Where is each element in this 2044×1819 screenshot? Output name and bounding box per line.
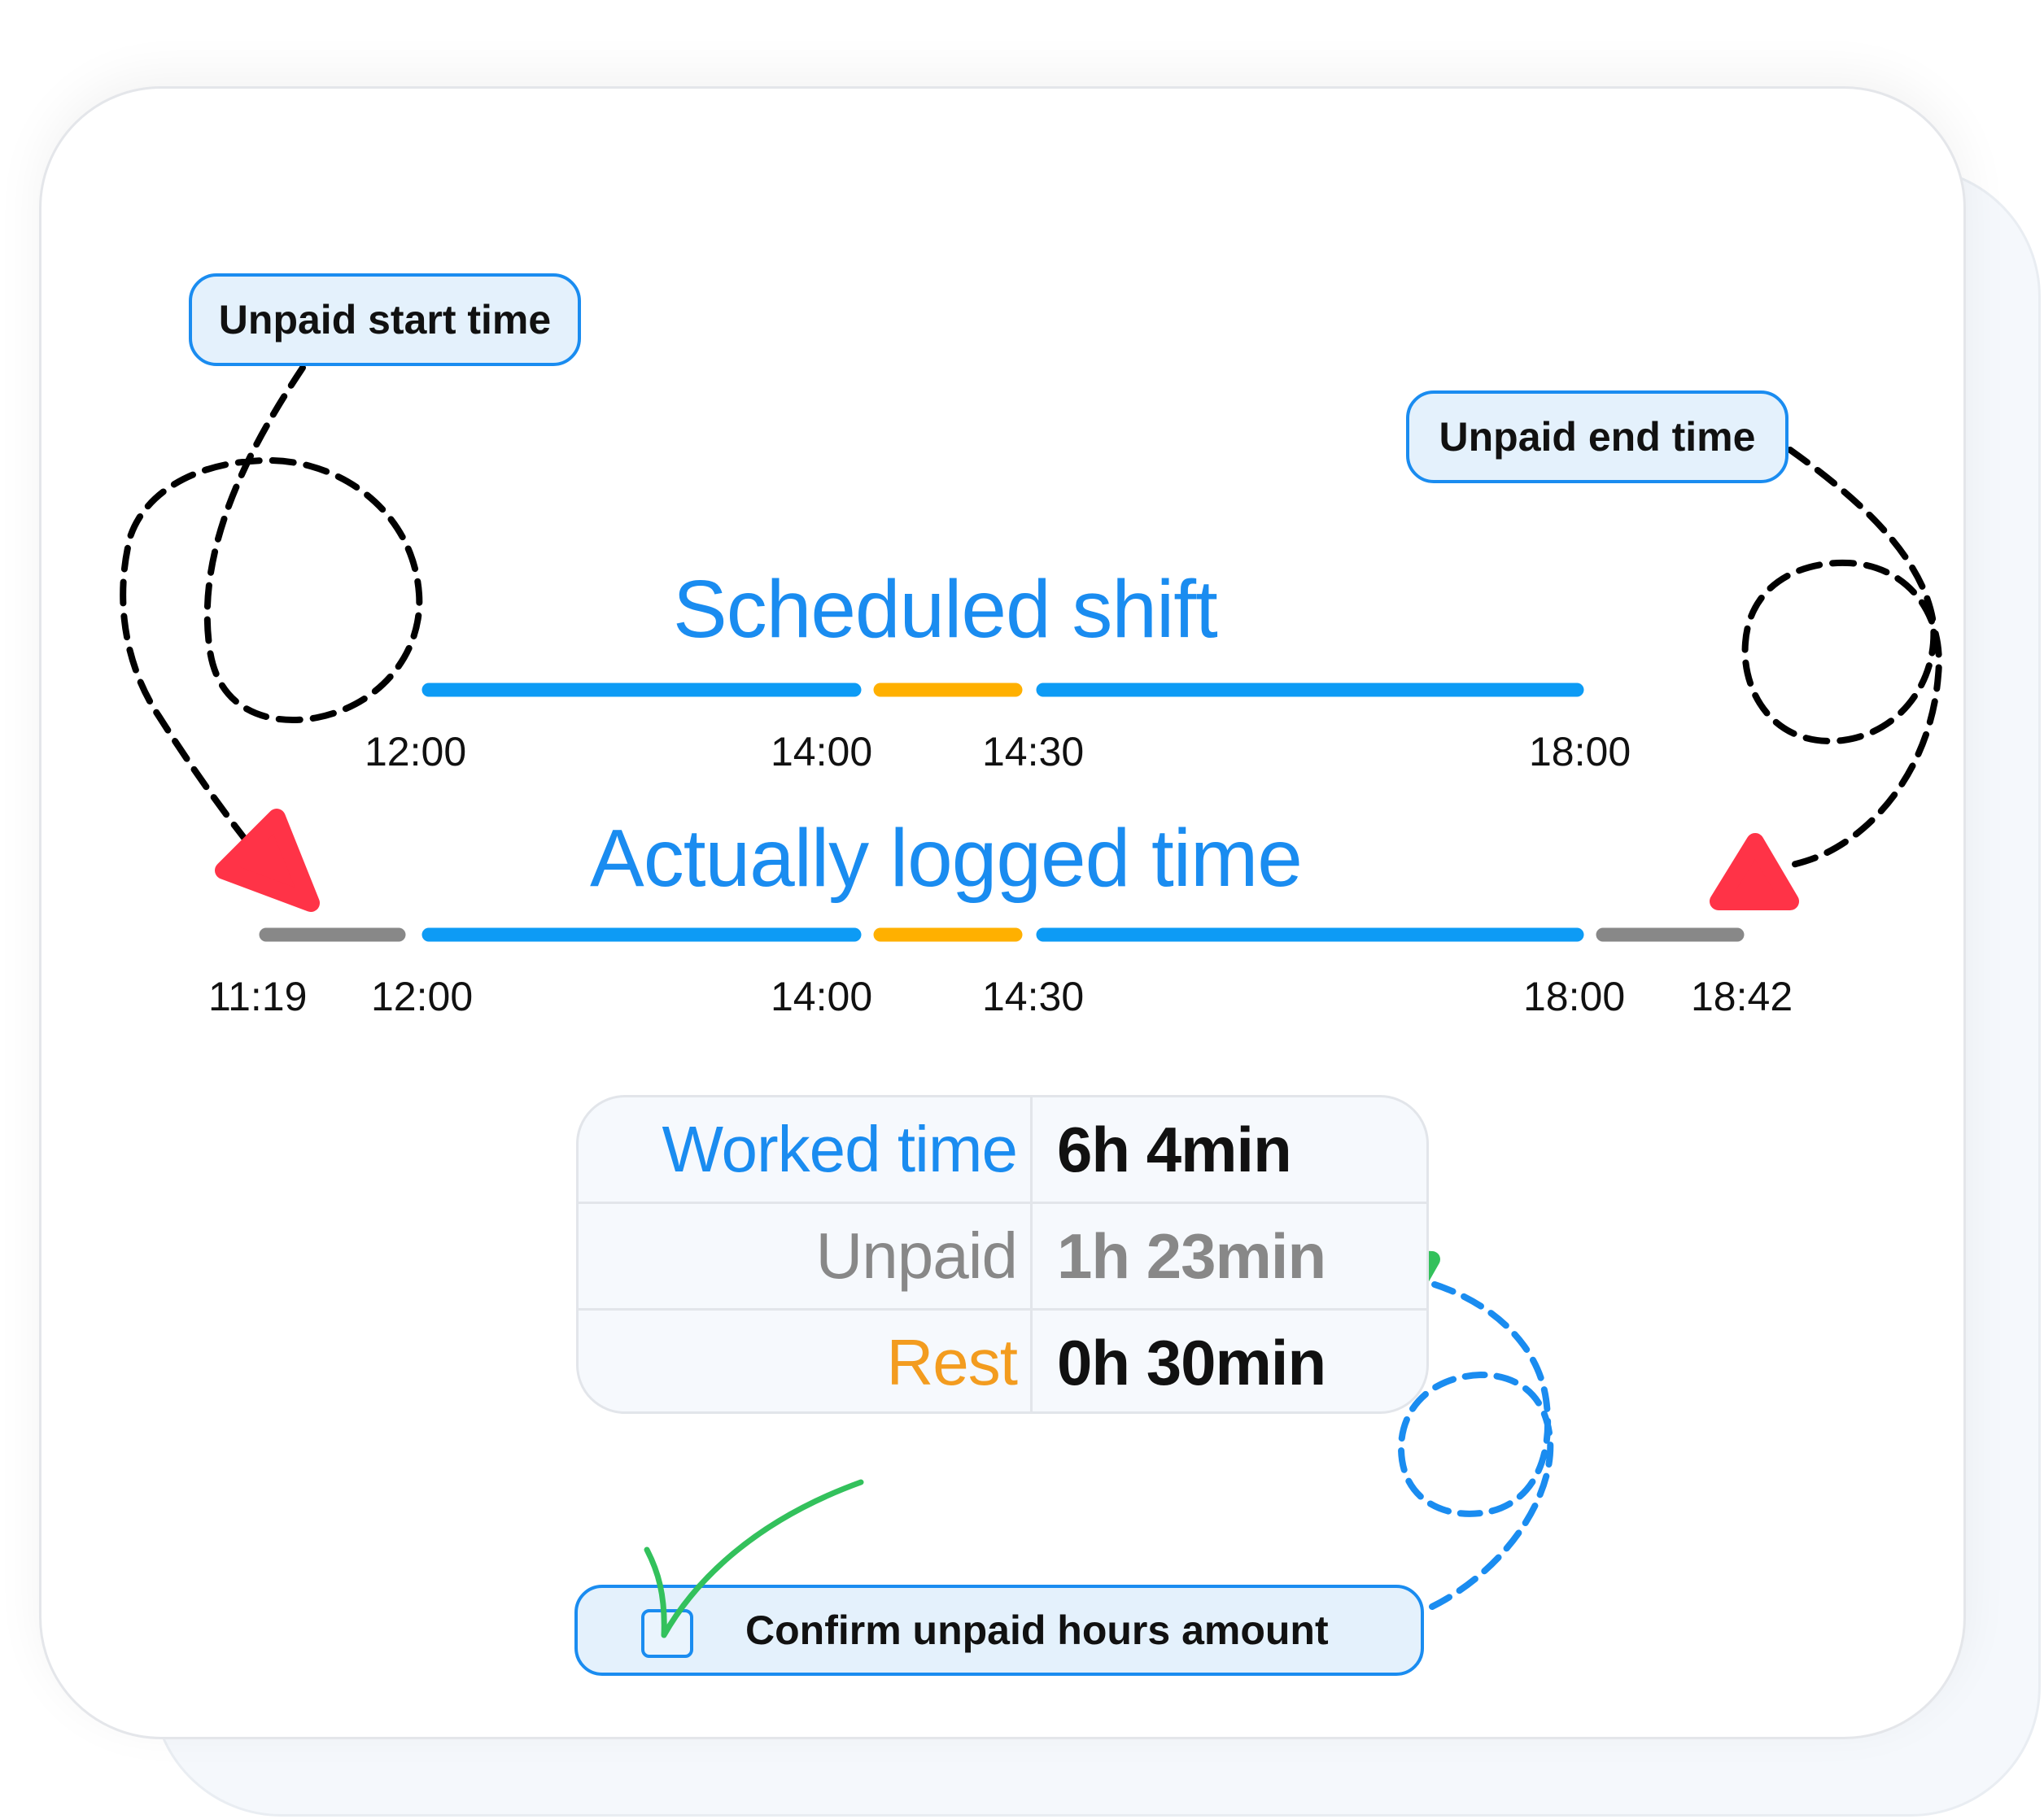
time-summary-table: Worked time 6h 4min Unpaid 1h 23min Rest…	[576, 1095, 1429, 1414]
unpaid-end-label: Unpaid end time	[1439, 414, 1756, 460]
logged-tick-1800: 18:00	[1523, 974, 1626, 1019]
summary-row-unpaid: Unpaid 1h 23min	[579, 1204, 1426, 1308]
summary-row-worked: Worked time 6h 4min	[579, 1097, 1426, 1202]
summary-column-divider	[1030, 1097, 1033, 1411]
unpaid-end-connector	[1741, 447, 1942, 870]
logged-tick-1430: 14:30	[982, 974, 1085, 1019]
confirm-unpaid-label: Confirm unpaid hours amount	[745, 1607, 1329, 1653]
unpaid-start-callout: Unpaid start time	[189, 273, 581, 366]
logged-tick-1200: 12:00	[371, 974, 474, 1019]
logged-tick-1119: 11:19	[208, 974, 308, 1019]
unpaid-start-marker	[215, 809, 320, 912]
summary-row-divider	[579, 1308, 1426, 1311]
unpaid-end-marker	[1710, 833, 1799, 910]
logged-tick-1842: 18:42	[1691, 974, 1793, 1019]
summary-row-rest: Rest 0h 30min	[579, 1311, 1426, 1411]
unpaid-end-callout: Unpaid end time	[1406, 390, 1788, 483]
logged-tick-1400: 14:00	[771, 974, 873, 1019]
scheduled-tick-1430: 14:30	[982, 729, 1085, 774]
rest-label: Rest	[886, 1326, 1018, 1398]
scheduled-tick-1400: 14:00	[771, 729, 873, 774]
scheduled-tick-1200: 12:00	[365, 729, 467, 774]
worked-time-value: 6h 4min	[1057, 1114, 1292, 1185]
unpaid-value: 1h 23min	[1057, 1220, 1326, 1292]
logged-time-title: Actually logged time	[590, 813, 1303, 904]
scheduled-tick-1800: 18:00	[1529, 729, 1631, 774]
unpaid-start-label: Unpaid start time	[218, 297, 552, 342]
unpaid-start-connector	[120, 364, 423, 841]
worked-time-label: Worked time	[662, 1113, 1018, 1185]
summary-row-divider	[579, 1202, 1426, 1204]
scheduled-shift-title: Scheduled shift	[673, 564, 1218, 655]
confirm-unpaid-button[interactable]: Confirm unpaid hours amount	[574, 1585, 1424, 1676]
confirm-checkbox[interactable]	[641, 1609, 693, 1658]
confirm-connector	[1397, 1280, 1554, 1610]
unpaid-label: Unpaid	[815, 1219, 1018, 1292]
rest-value: 0h 30min	[1057, 1327, 1326, 1398]
